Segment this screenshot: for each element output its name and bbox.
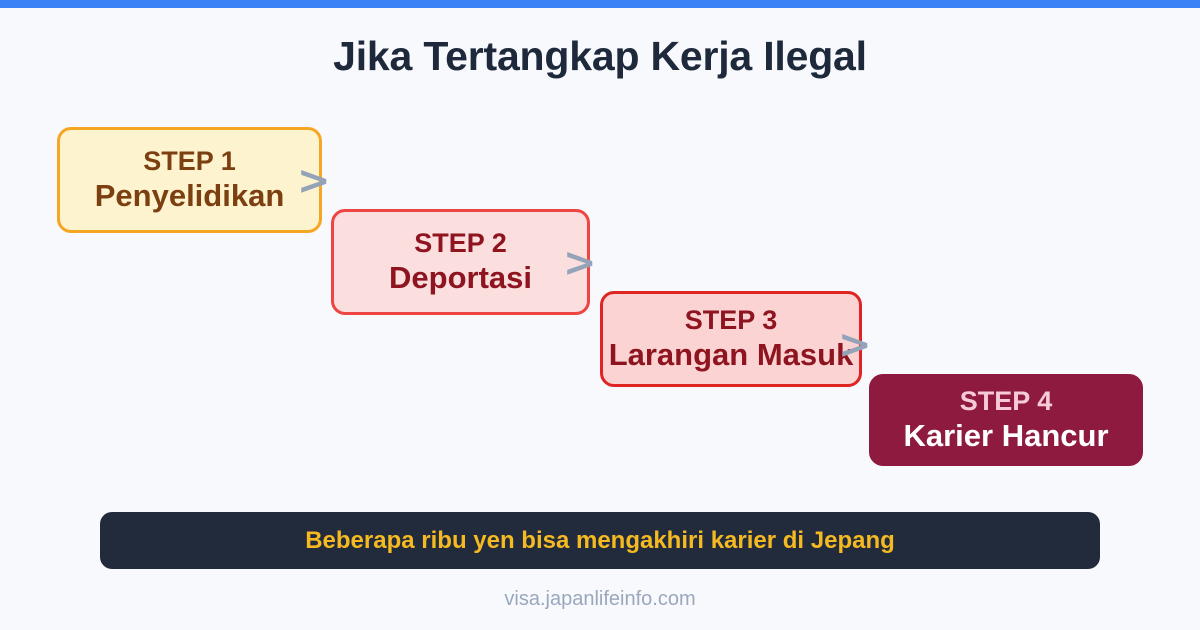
step-box-4: STEP 4 Karier Hancur [869,374,1143,466]
step-3-label: STEP 3 [684,304,778,335]
page-title: Jika Tertangkap Kerja Ilegal [333,33,867,79]
chevron-right-icon-1: > [297,158,331,204]
chevron-right-icon-2: > [563,240,597,286]
step-box-1: STEP 1 Penyelidikan [57,127,322,233]
summary-banner: Beberapa ribu yen bisa mengakhiri karier… [100,512,1100,569]
source-url: visa.japanlifeinfo.com [504,588,696,610]
step-1-label: STEP 1 [143,145,236,176]
step-4-label: STEP 4 [959,385,1053,416]
step-box-3: STEP 3 Larangan Masuk [600,291,862,387]
step-box-2: STEP 2 Deportasi [331,209,590,315]
step-3-name: Larangan Masuk [608,336,854,372]
step-4-name: Karier Hancur [903,417,1109,453]
step-2-name: Deportasi [389,259,532,295]
summary-banner-text: Beberapa ribu yen bisa mengakhiri karier… [305,526,895,554]
top-accent-bar [0,0,1200,8]
chevron-right-icon-3: > [838,322,872,368]
step-1-name: Penyelidikan [94,177,285,213]
step-2-label: STEP 2 [414,227,507,258]
